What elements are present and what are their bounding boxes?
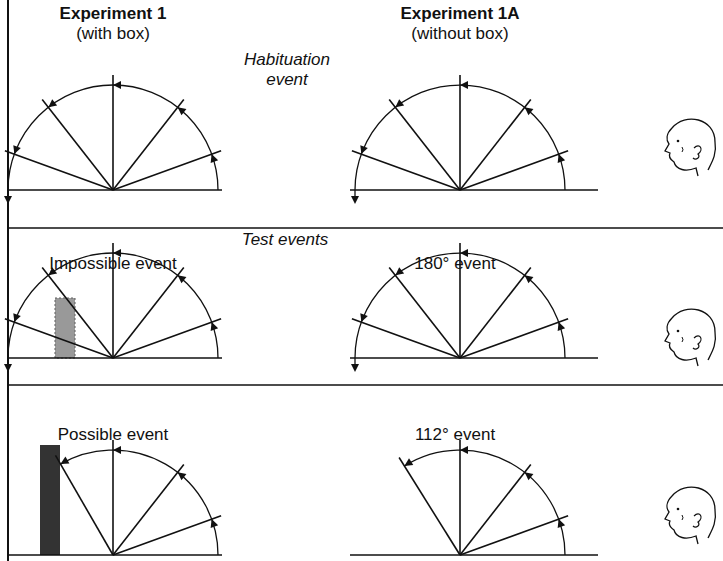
infant-head: [708, 142, 715, 170]
screen-position: [352, 151, 460, 190]
infant-ear: [693, 146, 701, 159]
rotation-arc: [404, 450, 565, 555]
baseline: [350, 189, 598, 191]
infant-cheek: [682, 147, 683, 152]
arrowhead: [360, 145, 368, 154]
arrowhead: [61, 457, 70, 464]
arrowhead: [351, 196, 359, 204]
arrowhead: [113, 446, 121, 454]
figure-label: (with box): [76, 24, 150, 44]
infant-head: [708, 510, 715, 538]
arrowhead: [13, 313, 21, 322]
screen-position: [459, 75, 461, 190]
screen-position: [5, 151, 113, 190]
baseline: [350, 357, 598, 359]
screen-position: [5, 319, 113, 358]
infant-head: [665, 119, 715, 176]
arrowhead: [178, 275, 187, 283]
figure-label: Possible event: [58, 425, 169, 445]
box-possible: [40, 445, 60, 555]
figure-label: Experiment 1: [60, 4, 167, 24]
screen-position: [460, 267, 531, 358]
baseline: [350, 554, 598, 556]
divider-line: [8, 227, 723, 229]
arrowhead: [211, 519, 219, 528]
arrowhead: [360, 313, 368, 322]
arrowhead: [211, 322, 219, 331]
frame-line: [7, 0, 9, 561]
figure-label: 180° event: [414, 254, 495, 274]
arrowhead: [404, 458, 413, 466]
box-impossible: [55, 298, 75, 358]
screen-position: [352, 319, 460, 358]
arrowhead: [13, 145, 21, 154]
figure-label: Experiment 1A: [400, 4, 519, 24]
arrowhead: [525, 472, 534, 480]
infant-eye: [677, 140, 680, 143]
figure-label: Habituation event: [232, 50, 342, 90]
arrowhead: [460, 446, 468, 454]
infant-head: [708, 332, 715, 360]
screen-position: [113, 267, 184, 358]
arrowhead: [525, 275, 534, 283]
screen-position: [112, 440, 114, 555]
arrowhead: [178, 472, 187, 480]
infant-eye: [677, 330, 680, 333]
screen-rotations: [4, 75, 598, 555]
screen-position: [460, 99, 531, 190]
arrowhead: [113, 81, 121, 89]
arrowhead: [178, 107, 187, 115]
arrowhead: [558, 322, 566, 331]
screen-position: [112, 75, 114, 190]
screen-position: [113, 464, 184, 555]
arrowhead: [4, 364, 12, 372]
figure-label: Impossible event: [49, 254, 177, 274]
arrowhead: [4, 196, 12, 204]
infant-heads: [665, 119, 715, 544]
screen-position: [113, 99, 184, 190]
arrowhead: [460, 81, 468, 89]
arrowhead: [525, 107, 534, 115]
infant-head: [665, 309, 715, 366]
figure-label: (without box): [411, 24, 508, 44]
screen-position: [460, 464, 531, 555]
infant-ear: [693, 514, 701, 527]
screen-position: [56, 455, 114, 555]
screen-position: [459, 440, 461, 555]
infant-cheek: [682, 337, 683, 342]
infant-eye: [677, 508, 680, 511]
arrowhead: [395, 267, 404, 275]
screen-position: [399, 458, 460, 556]
infant-ear: [693, 336, 701, 349]
figure-label: Test events: [242, 230, 328, 250]
figure-label: 112° event: [415, 425, 495, 445]
rotation-arc: [61, 450, 219, 555]
arrowhead: [48, 99, 57, 107]
infant-head: [665, 487, 715, 544]
arrowhead: [351, 364, 359, 372]
arrowhead: [558, 154, 566, 163]
arrowhead: [395, 99, 404, 107]
arrowhead: [211, 154, 219, 163]
divider-line: [8, 384, 723, 386]
infant-cheek: [682, 515, 683, 520]
arrowhead: [558, 519, 566, 528]
